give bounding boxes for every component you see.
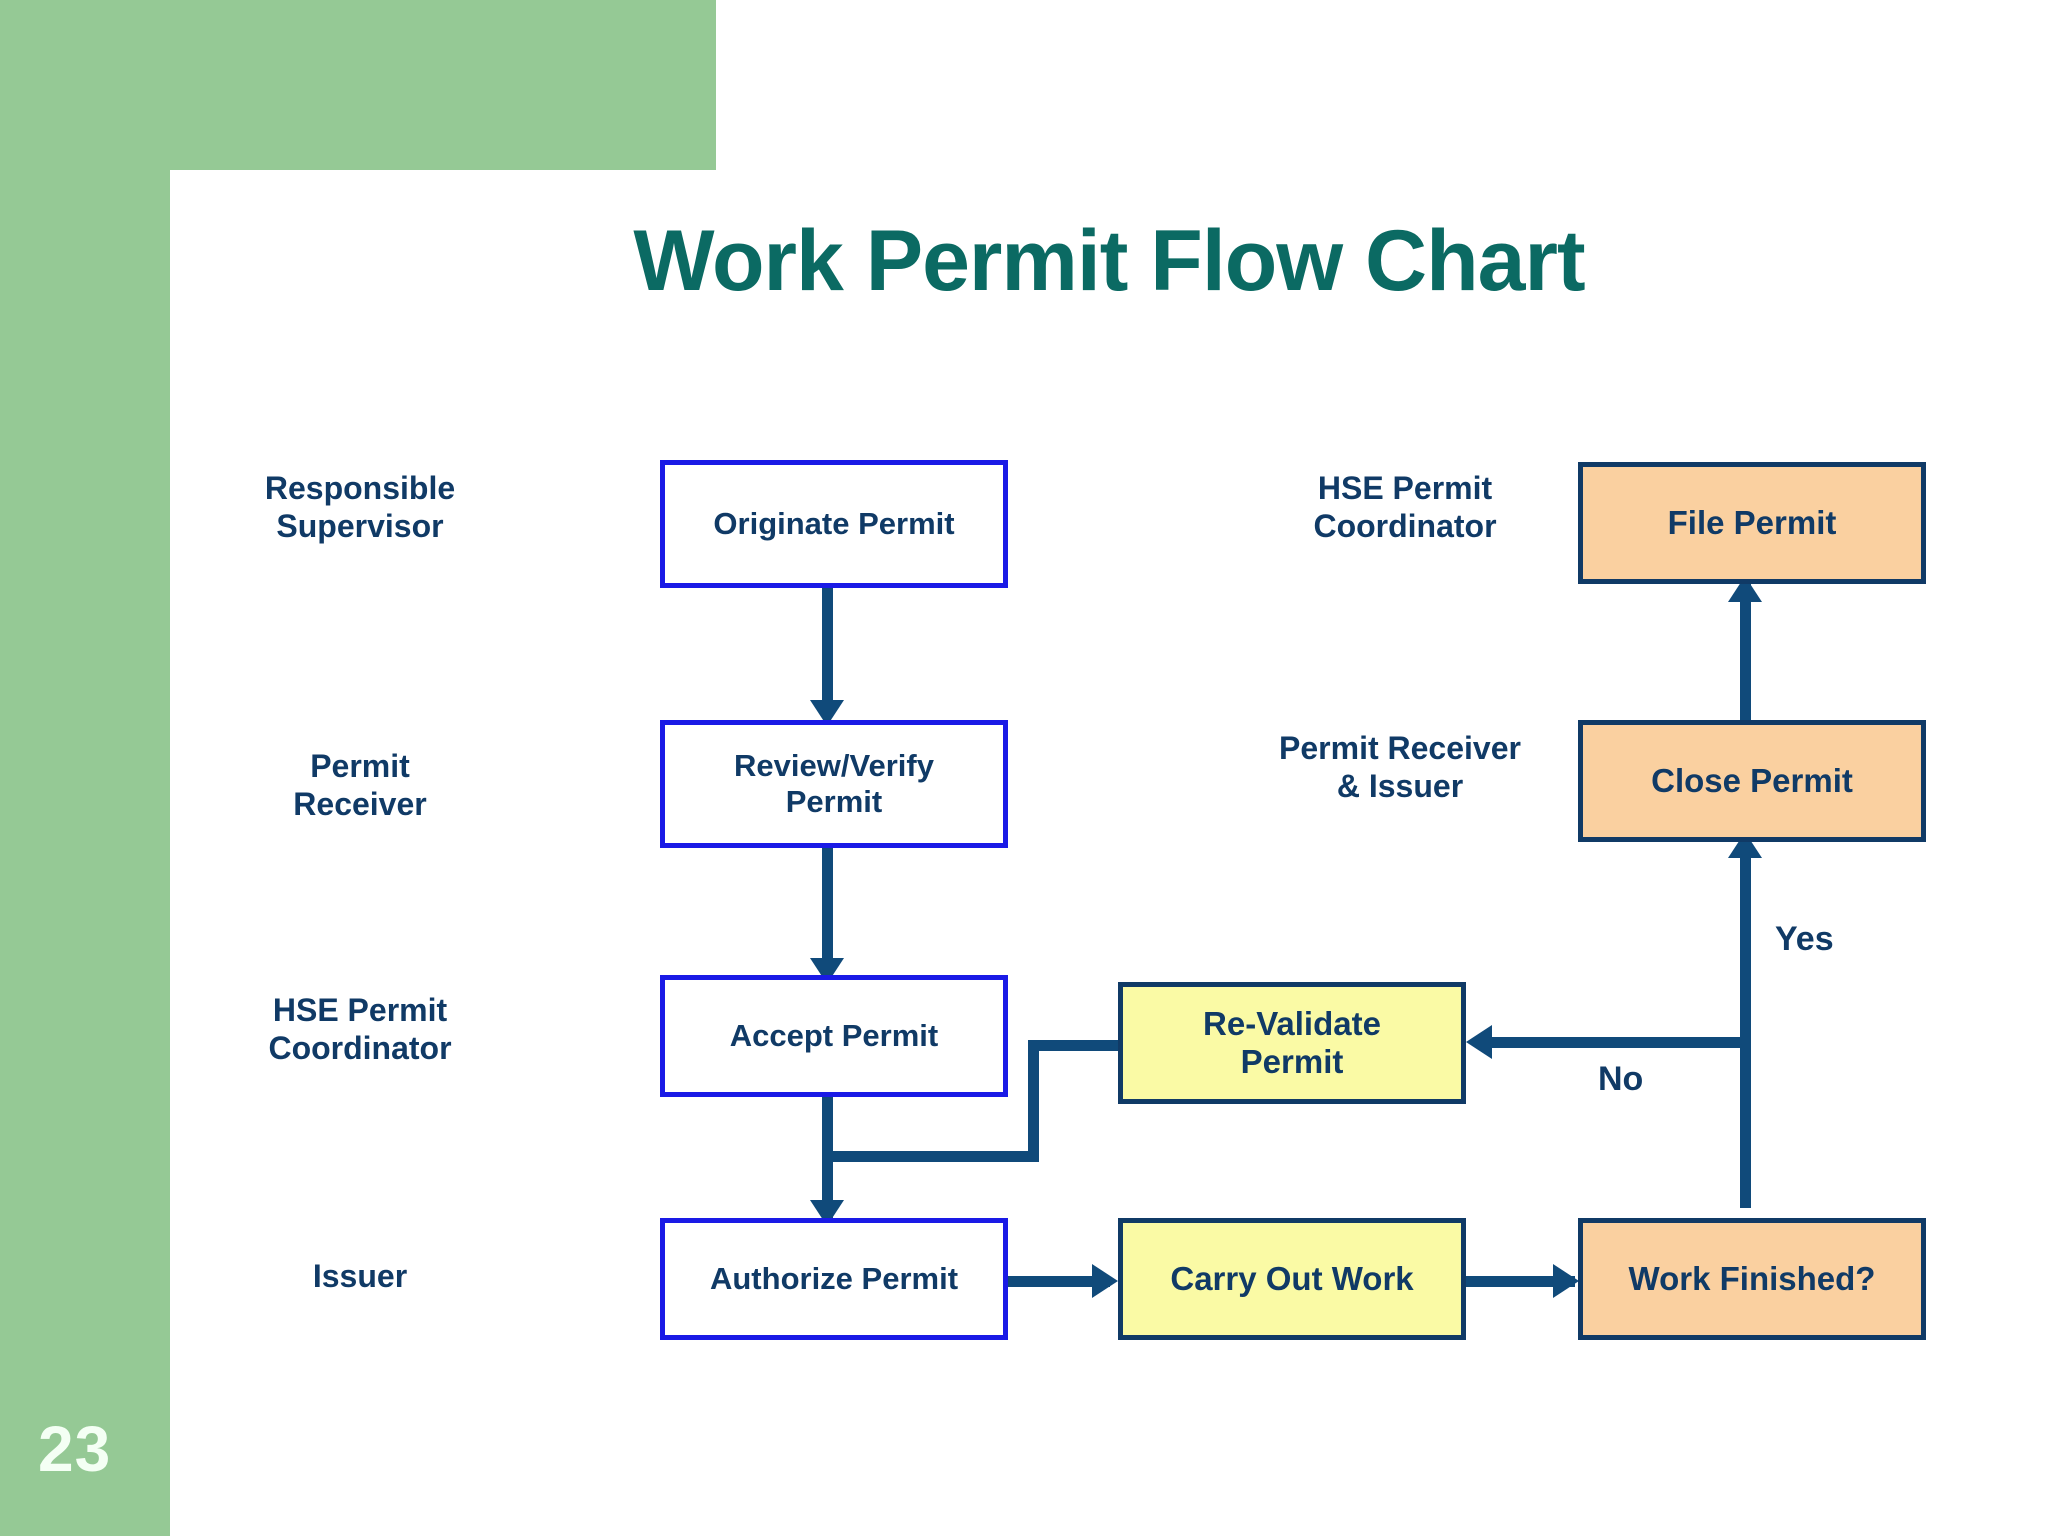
node-review-verify-permit[interactable]: Review/Verify Permit <box>660 720 1008 848</box>
node-authorize-permit[interactable]: Authorize Permit <box>660 1218 1008 1340</box>
slide-title: Work Permit Flow Chart <box>633 213 1585 309</box>
node-label: Authorize Permit <box>709 1261 959 1297</box>
role-label-line1: Issuer <box>312 1258 408 1294</box>
connector-revalidate-horizontal-bottom <box>822 1151 1039 1162</box>
connector-revalidate-vertical <box>1028 1040 1039 1162</box>
role-label-line1: Responsible <box>264 470 456 506</box>
role-label-permit-receiver: Permit Receiver <box>200 748 520 824</box>
node-label-line1: Re-Validate <box>1203 1004 1381 1042</box>
node-label: Close Permit <box>1651 761 1853 799</box>
role-label-line1: HSE Permit <box>272 992 448 1028</box>
node-label: Originate Permit <box>713 506 955 542</box>
node-accept-permit[interactable]: Accept Permit <box>660 975 1008 1097</box>
node-label: Work Finished? <box>1628 1259 1876 1297</box>
page-number: 23 <box>38 1413 112 1485</box>
node-label: Accept Permit <box>729 1018 939 1054</box>
role-label-permit-receiver-and-issuer: Permit Receiver & Issuer <box>1225 730 1575 806</box>
node-label-line2: Permit <box>1240 1043 1344 1080</box>
role-label-line1: HSE Permit <box>1317 470 1493 506</box>
connector-carryout-to-workfinished <box>1460 1276 1575 1287</box>
node-label-line2: Permit <box>785 784 883 819</box>
arrowhead-carryout-to-workfinished <box>1553 1264 1579 1298</box>
role-label-line2: & Issuer <box>1336 767 1464 804</box>
role-label-line2: Coordinator <box>1313 507 1497 544</box>
arrowhead-authorize-to-carryout <box>1092 1264 1118 1298</box>
role-label-line1: Permit Receiver <box>1279 730 1521 766</box>
edge-label-no: No <box>1598 1060 1644 1098</box>
role-label-issuer: Issuer <box>200 1258 520 1296</box>
connector-revalidate-horizontal-top <box>1028 1040 1128 1051</box>
node-originate-permit[interactable]: Originate Permit <box>660 460 1008 588</box>
node-label: File Permit <box>1667 503 1837 541</box>
node-close-permit[interactable]: Close Permit <box>1578 720 1926 842</box>
role-label-line1: Permit <box>310 748 410 784</box>
role-label-line2: Coordinator <box>268 1029 452 1066</box>
node-label: Carry Out Work <box>1170 1259 1414 1297</box>
connector-review-to-accept <box>822 842 833 974</box>
node-file-permit[interactable]: File Permit <box>1578 462 1926 584</box>
role-label-responsible-supervisor: Responsible Supervisor <box>200 470 520 546</box>
arrowhead-no-branch-to-revalidate <box>1466 1025 1492 1059</box>
connector-accept-to-authorize <box>822 1090 833 1238</box>
connector-originate-to-review <box>822 582 833 717</box>
node-work-finished[interactable]: Work Finished? <box>1578 1218 1926 1340</box>
node-re-validate-permit[interactable]: Re-Validate Permit <box>1118 982 1466 1104</box>
role-label-line2: Receiver <box>293 785 427 822</box>
node-carry-out-work[interactable]: Carry Out Work <box>1118 1218 1466 1340</box>
connector-authorize-to-carryout <box>1000 1276 1110 1287</box>
edge-label-yes: Yes <box>1775 920 1834 958</box>
role-label-line2: Supervisor <box>276 507 444 544</box>
role-label-hse-permit-coordinator-right: HSE Permit Coordinator <box>1235 470 1575 546</box>
connector-closepermit-to-filepermit <box>1740 580 1751 725</box>
connector-no-branch-horizontal <box>1490 1037 1745 1048</box>
connector-workfinished-up-trunk <box>1740 838 1751 1208</box>
node-label-line1: Review/Verify <box>734 748 934 784</box>
green-sidebar <box>0 0 170 1536</box>
role-label-hse-permit-coordinator: HSE Permit Coordinator <box>200 992 520 1068</box>
